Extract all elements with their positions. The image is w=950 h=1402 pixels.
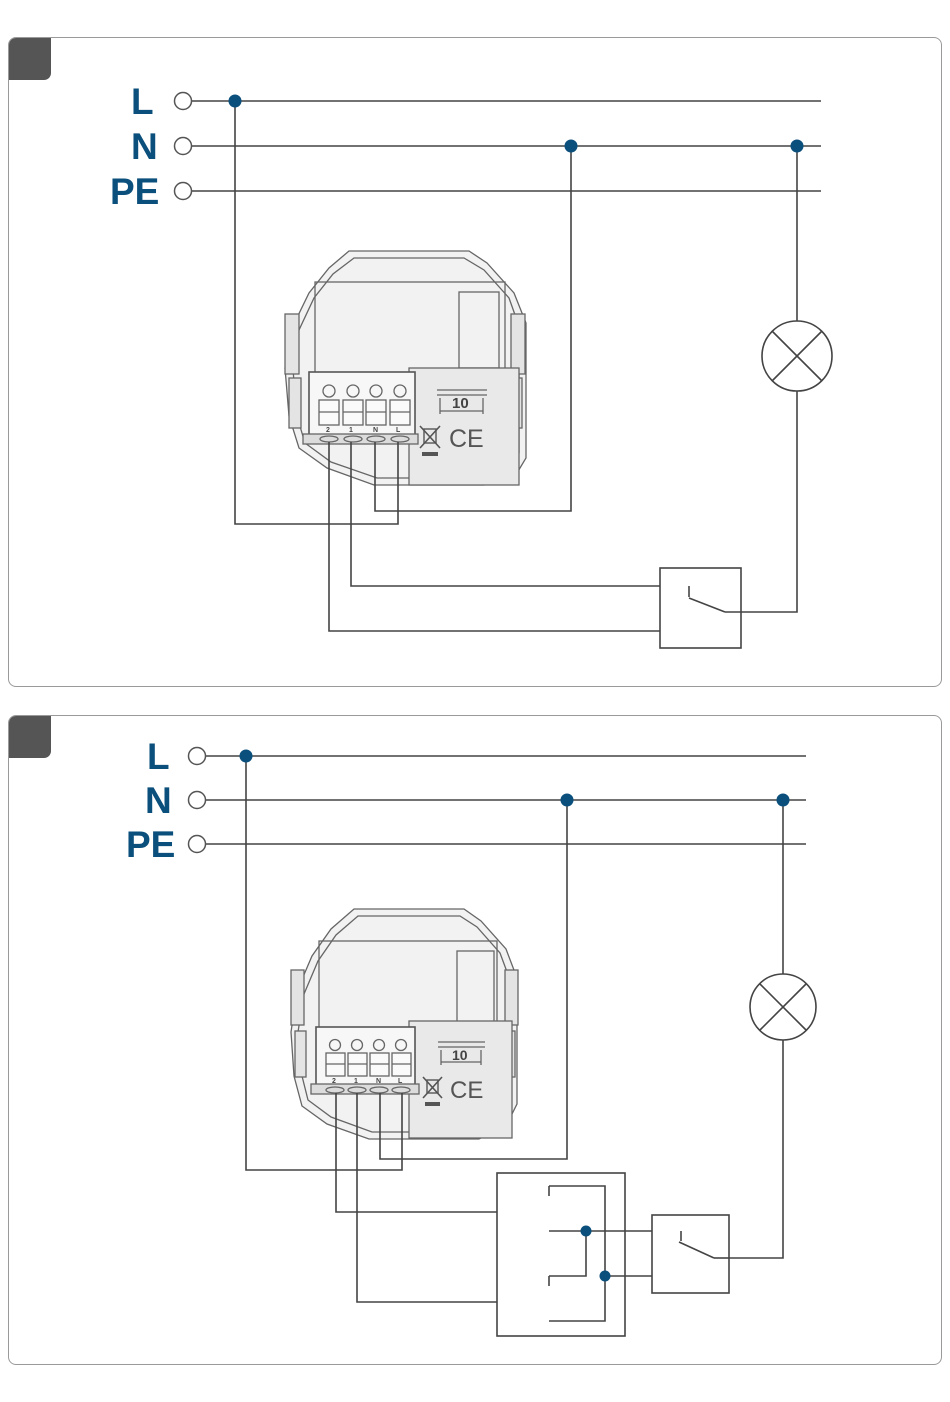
earth-terminal (189, 836, 206, 853)
terminal-label-1: 1 (349, 427, 353, 434)
two-way-switch (660, 568, 742, 648)
ce-mark: CE (449, 425, 484, 453)
label-earth: PE (126, 824, 175, 865)
actuator-device: 2 1 N L 10 CE (291, 909, 518, 1139)
junction-n-device (565, 140, 578, 153)
terminal-label-1: 1 (354, 1078, 358, 1085)
wire-lamp-to-switch (742, 391, 797, 612)
line-terminal (189, 748, 206, 765)
junction-n-lamp (777, 794, 790, 807)
junction-intermediate-b (600, 1271, 611, 1282)
earth-terminal (175, 183, 192, 200)
terminal-label-l: L (396, 427, 401, 434)
terminal-label-n: N (376, 1078, 381, 1085)
junction-n-device (561, 794, 574, 807)
wiring-diagram-1: L N PE (8, 37, 942, 687)
terminal-label-n: N (373, 427, 378, 434)
junction-intermediate-a (581, 1226, 592, 1237)
junction-n-lamp (791, 140, 804, 153)
wiring-diagram-2: L N PE (8, 715, 942, 1365)
actuator-device: 2 1 N L 10 CE (285, 251, 526, 485)
label-line: L (147, 736, 170, 777)
two-way-switch (652, 1215, 729, 1293)
terminal-label-2: 2 (326, 427, 330, 434)
junction-l-device (229, 95, 242, 108)
wire-lamp-to-switch (729, 1040, 783, 1258)
ce-mark: CE (450, 1077, 483, 1104)
wiring-diagram-2-svg: L N PE (9, 716, 943, 1366)
label-line: L (131, 81, 154, 122)
label-earth: PE (110, 171, 159, 212)
neutral-terminal (175, 138, 192, 155)
label-neutral: N (145, 780, 172, 821)
lamp-icon (762, 321, 832, 391)
neutral-terminal (189, 792, 206, 809)
terminal-label-l: L (398, 1078, 403, 1085)
wiring-diagram-1-svg: L N PE (9, 38, 943, 688)
rating-value: 10 (452, 1047, 468, 1063)
lamp-icon (750, 974, 816, 1040)
rating-value: 10 (452, 395, 469, 412)
terminal-label-2: 2 (332, 1078, 336, 1085)
junction-l-device (240, 750, 253, 763)
line-terminal (175, 93, 192, 110)
label-neutral: N (131, 126, 158, 167)
